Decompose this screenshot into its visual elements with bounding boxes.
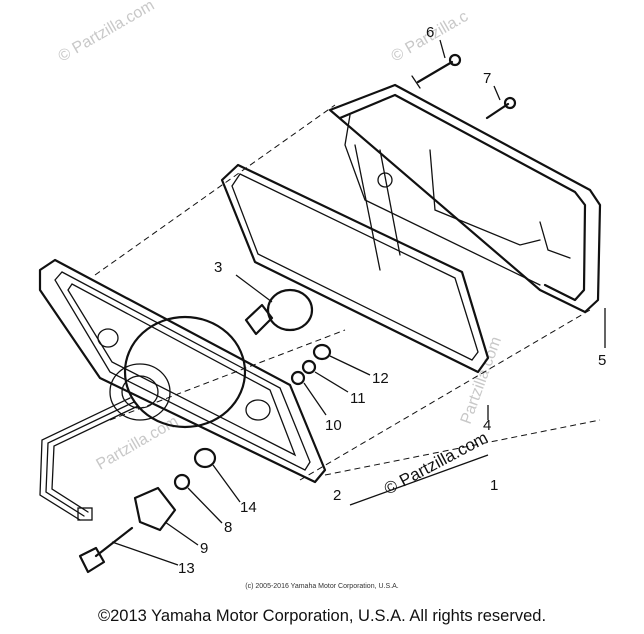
assembly-bracket-part-1 [349,308,606,506]
label-part-1: 1 [490,477,498,494]
label-part-11: 11 [350,390,366,407]
bushing-part-8 [173,473,223,524]
label-part-7: 7 [483,70,491,87]
washer-part-14 [193,447,241,503]
diagram-copyright: (c) 2005-2016 Yamaha Motor Corporation, … [245,583,399,590]
lens-cover-part-5 [328,83,602,314]
fastener-part-10 [290,370,327,416]
bulb-part-3 [235,274,314,336]
screw-part-6 [411,39,462,89]
footer-copyright: ©2013 Yamaha Motor Corporation, U.S.A. A… [97,607,547,625]
label-part-2: 2 [333,487,341,504]
label-part-12: 12 [372,370,389,387]
housing-base-part-2 [38,258,327,484]
watermark-left-lower: Partzilla.com [94,413,182,474]
label-part-8: 8 [224,519,232,536]
parts-diagram: © Partzilla.com © Partzilla.c Partzilla.… [38,0,606,577]
label-part-4: 4 [483,417,491,434]
label-part-14: 14 [240,499,257,516]
watermark-mid: © Partzilla.com [381,428,491,499]
watermark-right-rotated: Partzilla.com [458,334,505,426]
bolt-part-13 [78,526,179,574]
nut-part-12 [312,343,371,376]
label-part-5: 5 [598,352,606,369]
watermark-top-left: © Partzilla.com [56,0,158,65]
label-part-3: 3 [214,259,222,276]
label-part-10: 10 [325,417,342,434]
socket-part-9 [133,486,199,546]
gasket-part-4 [220,163,490,374]
label-part-9: 9 [200,540,208,557]
label-part-6: 6 [426,24,434,41]
assembly-guide-lines [94,104,601,481]
washer-part-11 [301,359,349,393]
screw-part-7 [485,85,517,120]
label-part-13: 13 [178,560,195,577]
wiring-harness [39,397,139,521]
